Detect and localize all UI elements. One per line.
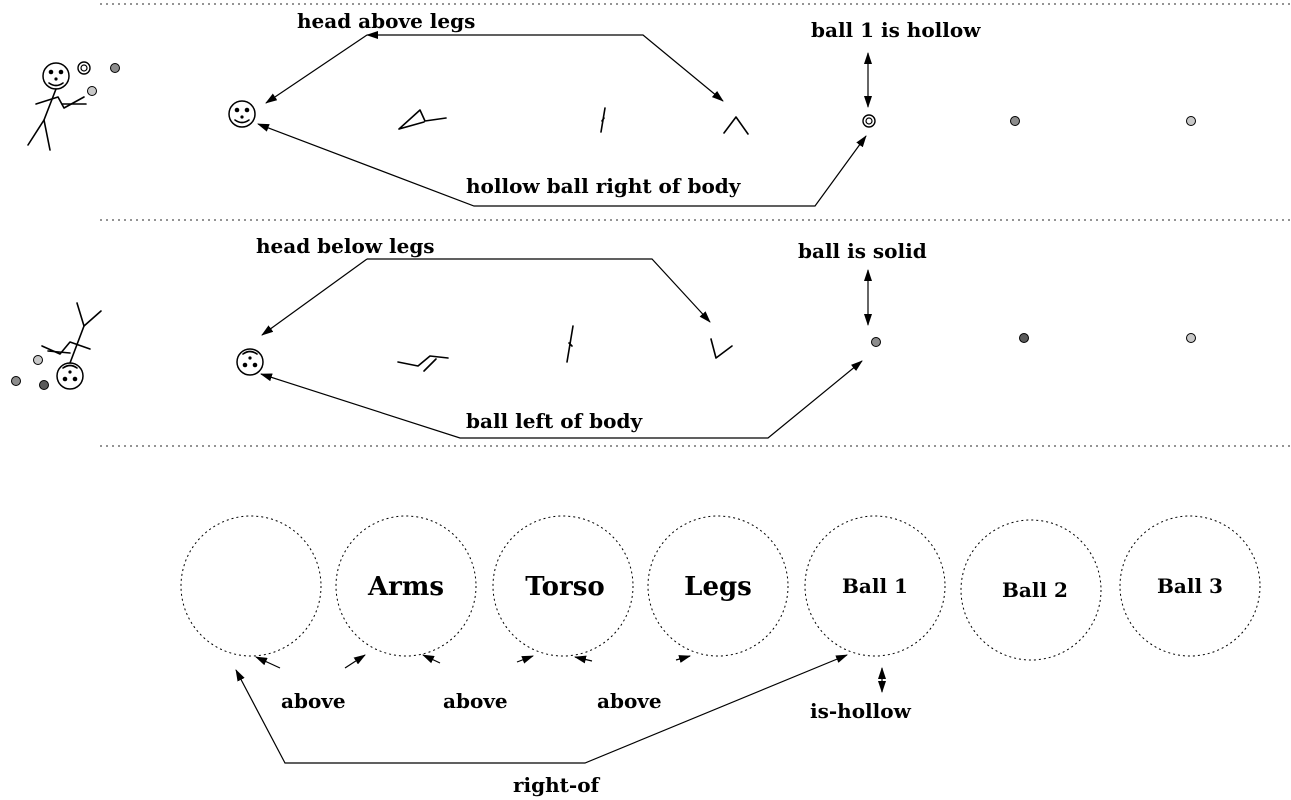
arrow-head-above-legs	[366, 31, 724, 102]
label-ball1-is-hollow: ball 1 is hollow	[811, 18, 981, 42]
graph-node-ball-2	[960, 519, 1102, 661]
edge-above-legs	[675, 655, 691, 663]
edge-right-of	[235, 654, 848, 764]
edge-above-arms	[344, 654, 366, 669]
edge-label-above-2: above	[443, 689, 508, 713]
label-head-above-legs: head above legs	[297, 9, 475, 33]
edge-label-is-hollow: is-hollow	[810, 699, 912, 723]
graph-node-torso	[492, 515, 634, 657]
node-label-ball-3: Ball 3	[1157, 574, 1223, 598]
edge-label-above-1: above	[281, 689, 346, 713]
juggler-ball-light	[87, 86, 97, 96]
panel-middle: head below legs ball is solid ball left …	[11, 234, 1196, 439]
juggler-ball-dark	[39, 380, 49, 390]
juggler-figure-inverted	[11, 302, 102, 390]
node-label-arms: Arms	[367, 572, 444, 602]
edge-above-arms-2	[422, 654, 441, 664]
part-ball-hollow	[862, 114, 876, 128]
label-ball-is-solid: ball is solid	[798, 239, 927, 263]
node-label-ball-2: Ball 2	[1002, 578, 1068, 602]
edge-label-above-3: above	[597, 689, 662, 713]
part-legs	[723, 116, 749, 135]
juggler-figure-upright	[27, 61, 120, 151]
part-head	[228, 100, 256, 128]
arrow-head-above-legs-tail	[265, 34, 368, 104]
graph-node-arms	[335, 515, 477, 657]
graph-node-ball-1	[804, 515, 946, 657]
arrow-head-below-legs	[367, 258, 711, 323]
part-ball-dark	[1019, 333, 1029, 343]
label-ball-left-of-body: ball left of body	[466, 409, 643, 433]
part-torso	[600, 107, 606, 133]
graph-node-legs	[647, 515, 789, 657]
node-label-legs: Legs	[684, 572, 752, 602]
juggler-ball-light	[33, 355, 43, 365]
part-ball-solid	[871, 337, 881, 347]
edge-above-torso-2	[574, 655, 593, 664]
arrow-ball-left-of-body	[260, 360, 863, 439]
label-head-below-legs: head below legs	[256, 234, 435, 258]
graph-node-head	[180, 515, 322, 657]
part-ball-light	[1186, 333, 1196, 343]
arrow-hollow-ball-right-of-body	[257, 123, 867, 207]
edge-above-head	[255, 656, 281, 669]
part-ball-light	[1186, 116, 1196, 126]
node-label-torso: Torso	[525, 572, 604, 602]
label-hollow-ball-right-of-body: hollow ball right of body	[466, 174, 742, 198]
juggler-ball-dark	[110, 63, 120, 73]
part-arms	[398, 109, 447, 130]
panel-top: head above legs ball 1 is hollow hollow …	[27, 9, 1196, 207]
part-arms	[397, 355, 449, 372]
part-head-inverted	[236, 348, 264, 376]
part-legs	[710, 338, 733, 359]
juggler-ball-hollow	[77, 61, 91, 75]
graph-node-ball-3	[1119, 515, 1261, 657]
arrow-head-below-legs-tail	[261, 258, 368, 336]
part-ball-dark	[1010, 116, 1020, 126]
panel-graph: Arms Torso Legs Ball 1 Ball 2 Ball 3 abo…	[180, 515, 1261, 797]
node-label-ball-1: Ball 1	[842, 574, 908, 598]
part-torso	[566, 325, 574, 363]
juggler-ball-mid	[11, 376, 21, 386]
edge-above-torso	[516, 655, 534, 664]
edge-label-right-of: right-of	[513, 773, 601, 797]
